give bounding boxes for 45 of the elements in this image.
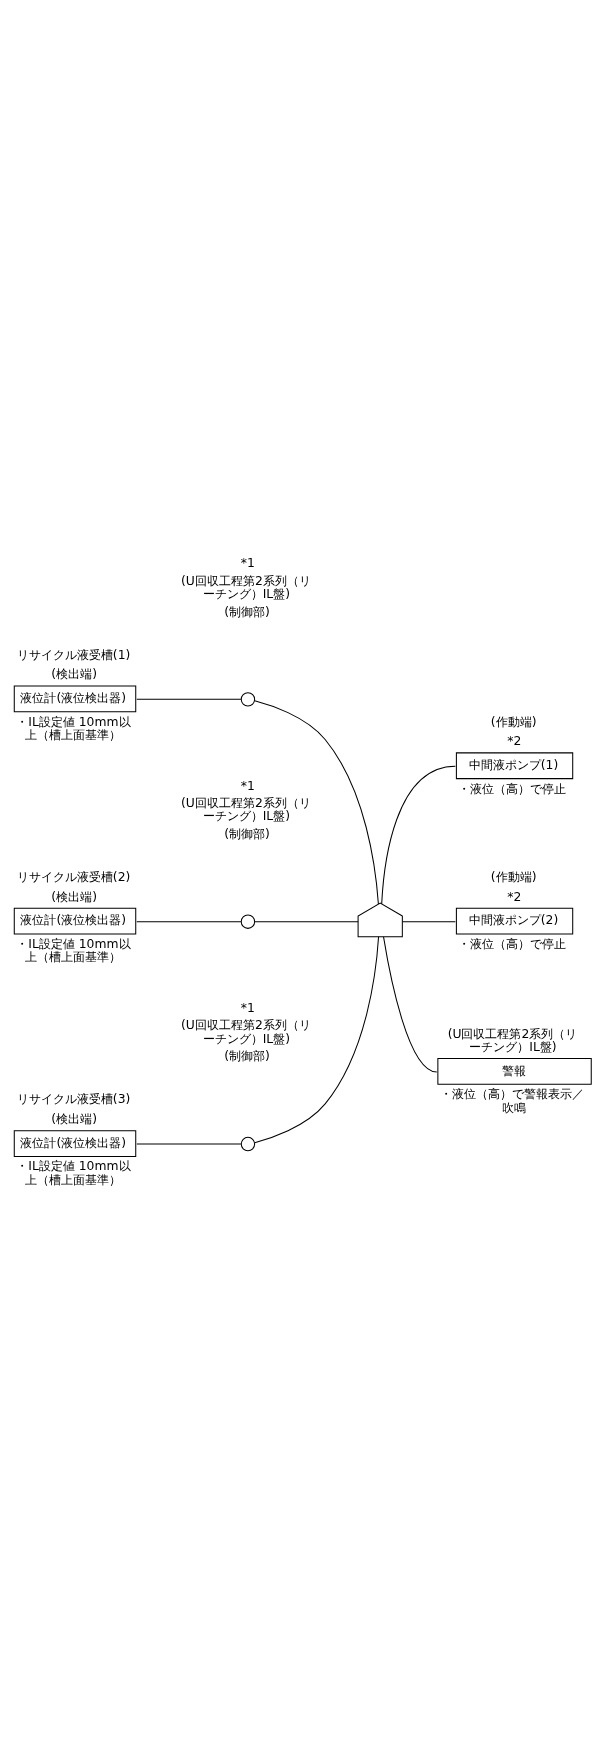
- node-label: (検出端): [51, 1112, 97, 1127]
- connector: [254, 921, 359, 923]
- node-circle: [240, 914, 256, 929]
- node-label: ・IL設定値 10mm以上（槽上面基準）: [16, 937, 131, 965]
- node-label: (検出端): [51, 667, 97, 682]
- node-label: リサイクル液受槽(1): [16, 647, 131, 662]
- node-label: リサイクル液受槽(3): [16, 1092, 131, 1107]
- node-label: (制御部): [224, 604, 270, 619]
- connector: [381, 765, 456, 905]
- node-label: ・IL設定値 10mm以上（槽上面基準）: [16, 1159, 131, 1187]
- node-label: (U回収工程第2系列（リーチング）IL盤): [447, 1026, 578, 1054]
- node-label: *1: [240, 778, 255, 793]
- node-box: 液位計(液位検出器): [13, 1130, 137, 1157]
- connector: [136, 698, 242, 700]
- node-label: ・液位（高）で警報表示／吹鳴: [439, 1087, 584, 1115]
- node-label: (作動端): [490, 870, 537, 885]
- connector: [383, 936, 438, 1073]
- connector: [254, 700, 379, 905]
- node-label: *1: [240, 556, 255, 571]
- node-label: リサイクル液受槽(2): [16, 870, 131, 885]
- connector: [254, 936, 380, 1144]
- node-label: *1: [240, 1000, 255, 1015]
- connector: [136, 1143, 242, 1145]
- node-box: 液位計(液位検出器): [13, 907, 137, 935]
- node-label: (作動端): [490, 714, 537, 729]
- node-label: (検出端): [51, 889, 97, 904]
- node-label: *2: [507, 889, 522, 904]
- node-gate: [357, 902, 403, 938]
- node-label: (制御部): [224, 826, 270, 841]
- node-box: 警報: [437, 1058, 592, 1085]
- node-label: ・液位（高）で停止: [458, 781, 567, 796]
- connector: [136, 921, 242, 923]
- node-box: 中間液ポンプ(1): [455, 752, 574, 780]
- node-box: 中間液ポンプ(2): [455, 907, 574, 935]
- node-box: 液位計(液位検出器): [13, 685, 137, 713]
- node-label: *2: [507, 734, 522, 749]
- node-label: ・IL設定値 10mm以上（槽上面基準）: [16, 714, 131, 743]
- node-label: (U回収工程第2系列（リーチング）IL盤): [181, 573, 311, 602]
- connector: [402, 921, 456, 923]
- node-label: (U回収工程第2系列（リーチング）IL盤): [181, 796, 311, 824]
- node-label: (制御部): [224, 1049, 270, 1064]
- node-label: (U回収工程第2系列（リーチング）IL盤): [181, 1018, 311, 1046]
- node-circle: [240, 1136, 256, 1152]
- node-label: ・液位（高）で停止: [458, 937, 567, 952]
- node-circle: [240, 692, 256, 707]
